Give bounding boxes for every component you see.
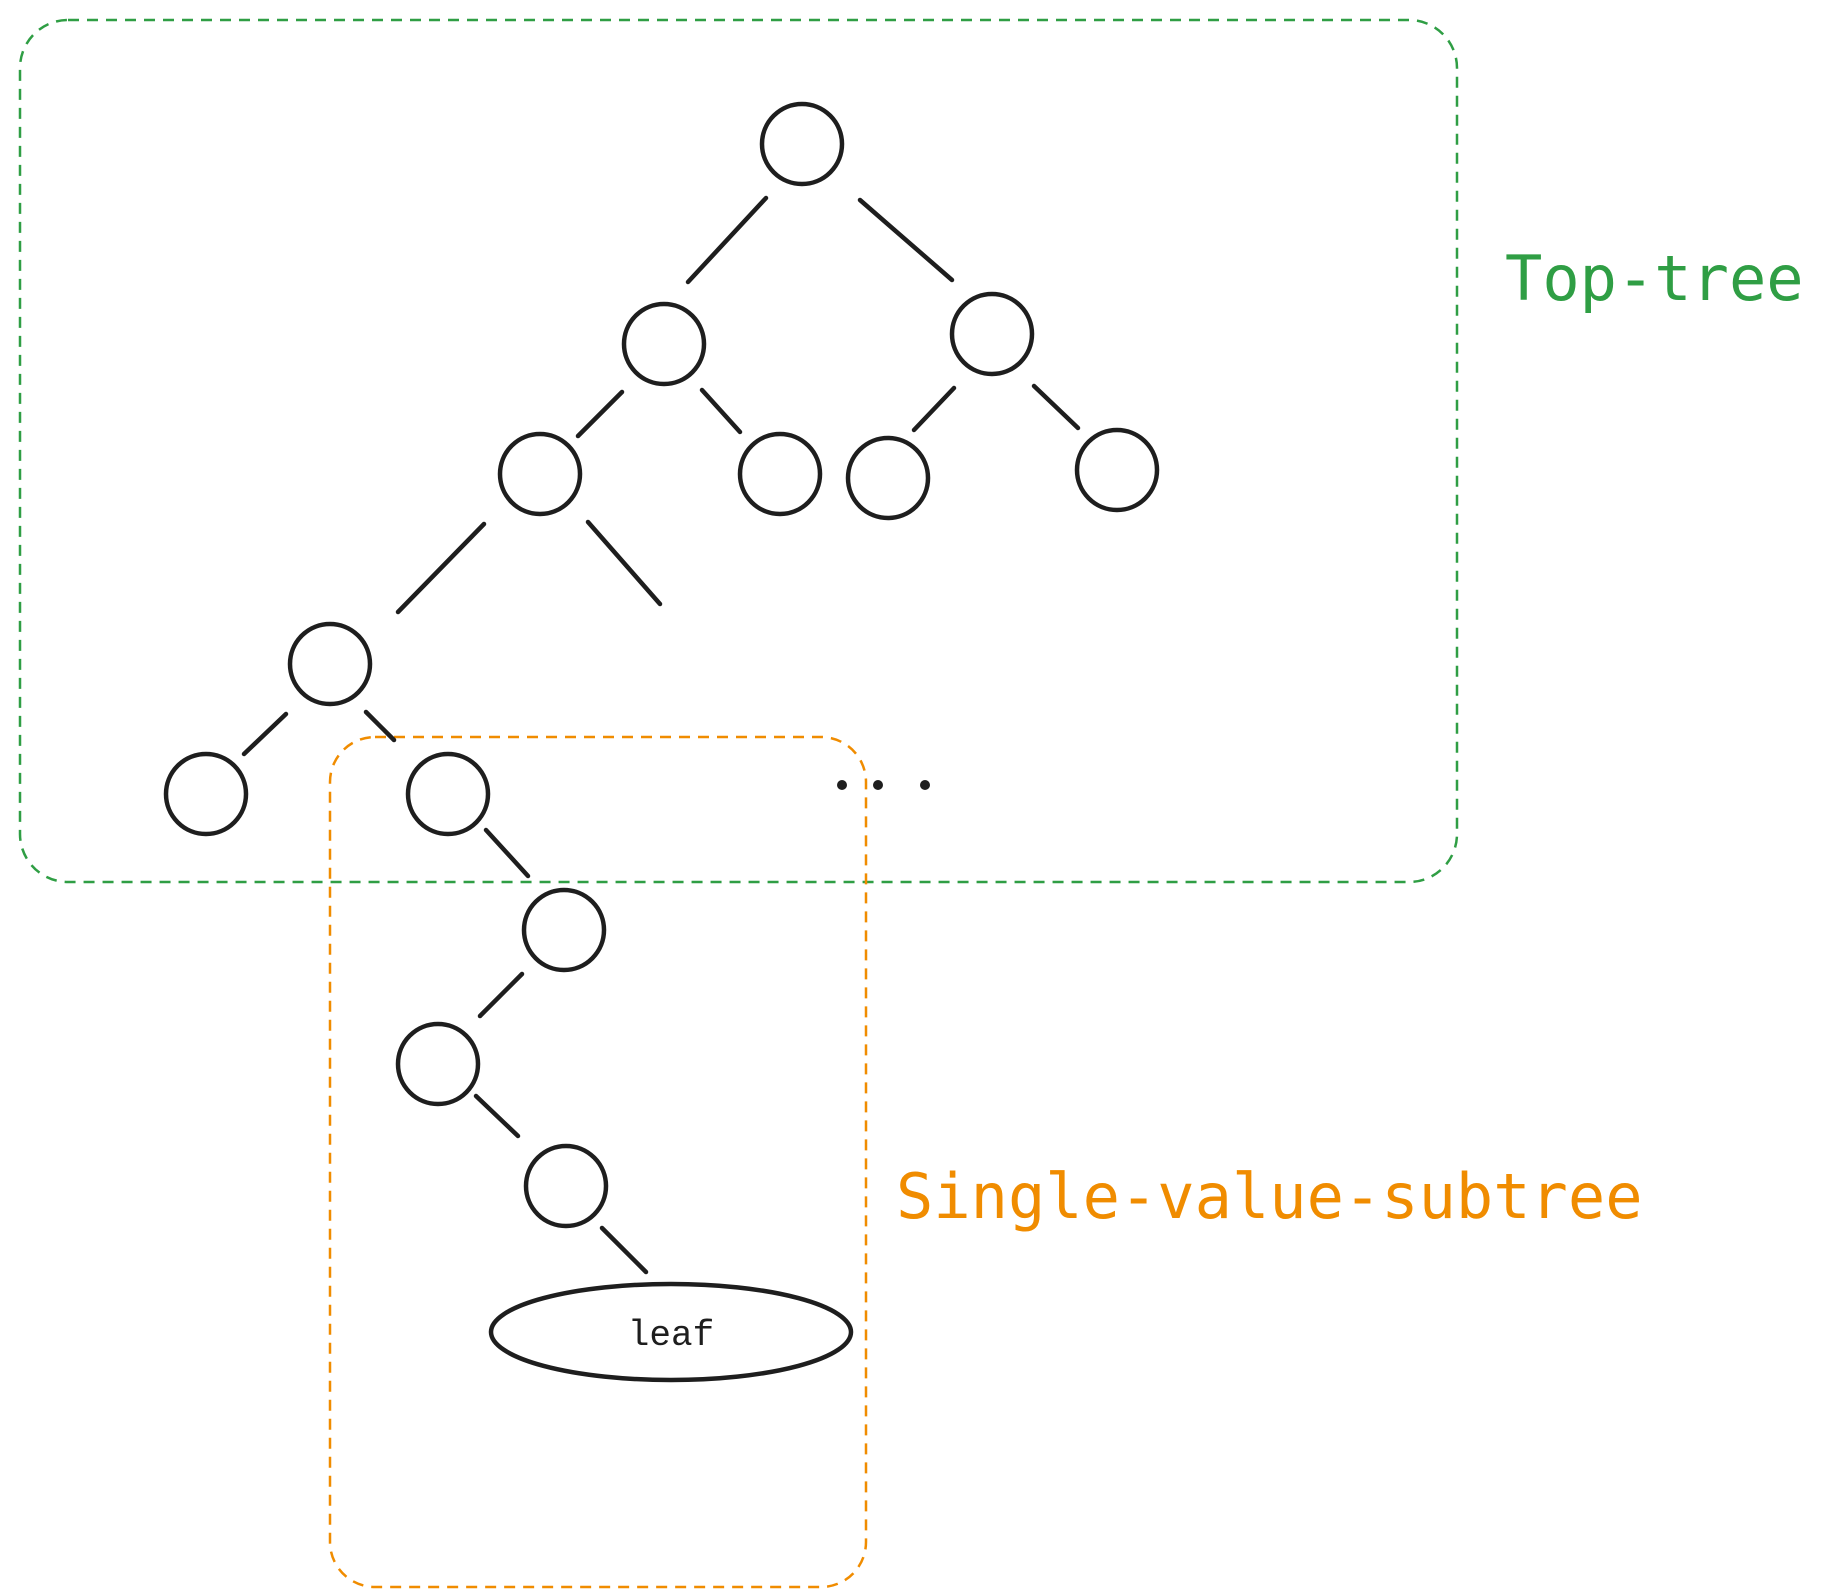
- leaf-label: leaf: [628, 1315, 714, 1356]
- tree-nodes: [163, 101, 1160, 1383]
- edge-l2-right: [585, 519, 663, 607]
- tree-node: [845, 435, 931, 521]
- edge-l1-right: [699, 387, 743, 435]
- edge-chain-2: [477, 971, 525, 1019]
- tree-node: [759, 101, 845, 187]
- ellipsis-label: ...: [852, 770, 917, 811]
- tree-node: [395, 1021, 481, 1107]
- tree-node: [737, 431, 823, 517]
- edge-r1-right: [1031, 383, 1081, 431]
- tree-node: [405, 751, 491, 837]
- tree-node: [521, 887, 607, 973]
- ellipsis-dots: [837, 780, 930, 790]
- tree-node: [1074, 427, 1160, 513]
- edge-root-left: [685, 195, 769, 285]
- tree-node: [523, 1143, 609, 1229]
- top-tree-label: Top-tree: [1505, 242, 1804, 315]
- edge-chain-3: [473, 1093, 521, 1139]
- tree-node: [497, 431, 583, 517]
- edge-l1-left: [575, 389, 625, 439]
- edge-l2-left: [395, 521, 487, 615]
- tree-node: [621, 301, 707, 387]
- edge-chain-4: [599, 1225, 649, 1275]
- edge-l3-left: [241, 711, 289, 757]
- single-value-subtree-label: Single-value-subtree: [896, 1160, 1643, 1233]
- tree-edges: [241, 195, 1081, 1275]
- leaf-node: [488, 1281, 854, 1383]
- tree-node: [287, 621, 373, 707]
- ellipsis-dot: [873, 780, 883, 790]
- edge-root-right: [857, 197, 955, 283]
- single-value-subtree-region: [328, 735, 868, 1589]
- edge-l3-right: [363, 709, 397, 743]
- ellipsis-dot: [920, 780, 930, 790]
- tree-node: [163, 751, 249, 837]
- top-tree-region: [18, 18, 1459, 884]
- tree-node: [949, 291, 1035, 377]
- edge-r1-left: [911, 385, 957, 433]
- edge-chain-1: [483, 827, 531, 879]
- ellipsis-dot: [837, 780, 847, 790]
